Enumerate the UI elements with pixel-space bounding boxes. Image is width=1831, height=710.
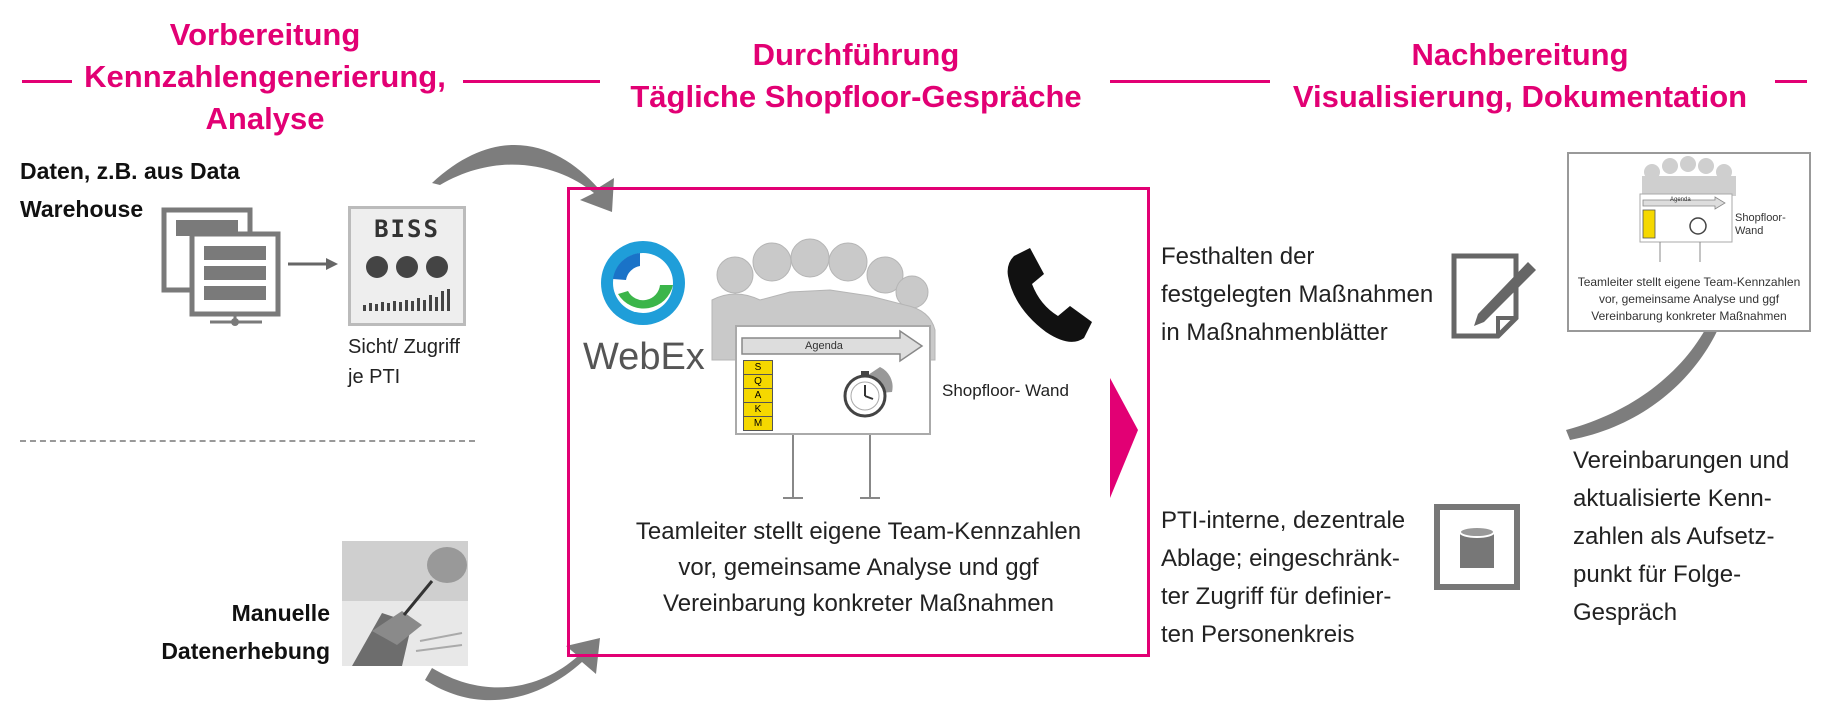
result-text: Vereinbarungen und aktualisierte Kenn- z… [1573,442,1789,632]
data-source-line2: Warehouse [20,196,144,222]
phase-prep-line2: Kennzahlengenerierung, [84,59,446,94]
result-line1: Vereinbarungen und [1573,447,1790,474]
thumbnail-caption-line1: Teamleiter stellt eigene Team-Kennzahlen [1577,275,1801,289]
phase-exec-line1: Durchführung [752,37,960,72]
manual-line1: Manuelle [231,600,330,626]
agenda-list: S Q A K M [743,360,773,431]
agenda-item: M [743,417,773,431]
shopfloor-meeting-box [567,187,1150,657]
left-divider [20,440,475,442]
biss-logo-graphic [363,256,450,311]
phase-rule-prep-left [22,80,72,83]
biss-caption-line2: je PTI [348,366,401,388]
phase-post-line2: Visualisierung, Dokumentation [1292,79,1748,114]
thumbnail-wall-line2: Wand [1735,225,1764,237]
storage-line3: ter Zugriff für definier- [1161,583,1392,610]
biss-caption: Sicht/ Zugriff je PTI [348,332,460,392]
thumbnail-wall-line1: Shopfloor- [1735,212,1786,224]
phase-title-preparation: Vorbereitung Kennzahlengenerierung, Anal… [0,14,530,140]
meeting-description-line2: vor, gemeinsame Analyse und ggf [678,554,1039,581]
phase-prep-line1: Vorbereitung [169,17,361,52]
agenda-item: Q [743,375,773,389]
webex-label: WebEx [583,336,705,378]
storage-text: PTI-interne, dezentrale Ablage; eingesch… [1161,502,1405,654]
result-line4: punkt für Folge- [1573,561,1742,588]
thumbnail-agenda-label: Agenda [1670,197,1691,203]
phase-rule-exec-right [1110,80,1270,83]
meeting-description-line1: Teamleiter stellt eigene Team-Kennzahlen [635,518,1082,545]
thumbnail-caption: Teamleiter stellt eigene Team-Kennzahlen… [1567,274,1811,325]
record-line3: in Maßnahmenblätter [1161,319,1388,346]
manual-line2: Datenerhebung [161,638,330,664]
meeting-description-line3: Vereinbarung konkreter Maßnahmen [663,590,1054,617]
phase-exec-line2: Tägliche Shopfloor-Gespräche [630,79,1082,114]
thumbnail-wall-label: Shopfloor- Wand [1735,212,1786,238]
data-source-line1: Daten, z.B. aus Data [20,158,240,184]
meeting-description: Teamleiter stellt eigene Team-Kennzahlen… [567,514,1150,622]
result-line2: aktualisierte Kenn- [1573,485,1772,512]
biss-logo: BISS [348,206,466,326]
phase-rule-post-right [1775,80,1807,83]
phase-title-post: Nachbereitung Visualisierung, Dokumentat… [1280,34,1760,118]
agenda-item: K [743,403,773,417]
result-line5: Gespräch [1573,599,1678,626]
storage-line1: PTI-interne, dezentrale [1161,507,1406,534]
phase-title-execution: Durchführung Tägliche Shopfloor-Gespräch… [610,34,1102,118]
agenda-item: A [743,389,773,403]
record-line1: Festhalten der [1161,243,1315,270]
manual-writing-photo [342,541,468,666]
agenda-item: S [743,360,773,375]
result-line3: zahlen als Aufsetz- [1573,523,1775,550]
agenda-label: Agenda [805,340,843,352]
shopfloor-wall-label: Shopfloor- Wand [942,381,1069,400]
thumbnail-caption-line2: vor, gemeinsame Analyse und ggf [1598,292,1780,306]
phase-prep-line3: Analyse [205,101,325,136]
thumbnail-caption-line3: Vereinbarung konkreter Maßnahmen [1591,309,1787,323]
phase-rule-prep-right [463,80,600,83]
storage-line2: Ablage; eingeschränk- [1161,545,1400,572]
record-measures-text: Festhalten der festgelegten Maßnahmen in… [1161,238,1433,352]
phase-post-line1: Nachbereitung [1411,37,1629,72]
storage-line4: ten Personenkreis [1161,621,1355,648]
biss-caption-line1: Sicht/ Zugriff [348,336,460,358]
record-line2: festgelegten Maßnahmen [1161,281,1434,308]
data-source-label: Daten, z.B. aus Data Warehouse [20,152,240,228]
manual-data-label: Manuelle Datenerhebung [120,594,330,670]
biss-logo-text: BISS [374,215,440,243]
writing-hand-icon [342,541,468,666]
